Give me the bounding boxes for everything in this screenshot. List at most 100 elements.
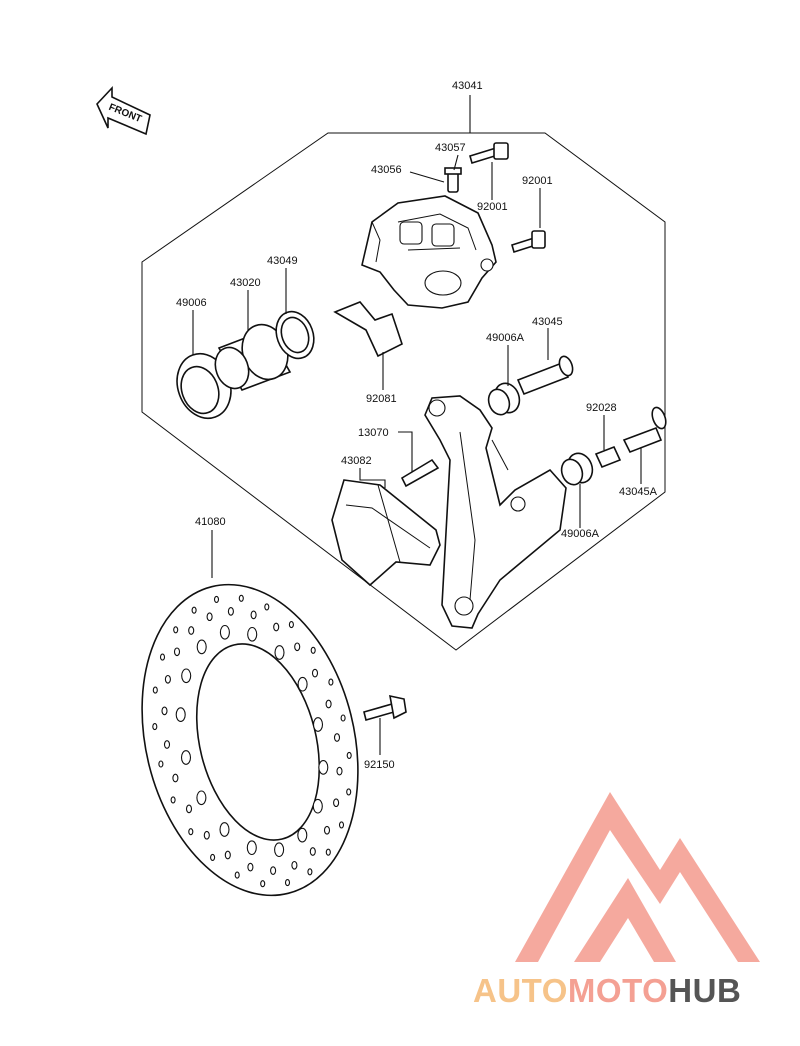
disc-hole xyxy=(260,880,266,888)
disc-hole xyxy=(294,642,301,652)
disc-hole xyxy=(210,853,216,861)
watermark-part-auto: AUTO xyxy=(473,972,568,1009)
slide-pin-43045a xyxy=(622,406,667,454)
leader-lines xyxy=(192,95,642,755)
disc-hole xyxy=(181,668,192,684)
label-43056: 43056 xyxy=(371,164,402,176)
disc-hole xyxy=(213,595,220,603)
disc-hole xyxy=(234,871,240,879)
label-92028: 92028 xyxy=(586,402,617,414)
disc-hole xyxy=(333,733,341,742)
disc-hole xyxy=(227,607,234,616)
disc-hole xyxy=(297,827,308,843)
disc-hole xyxy=(312,717,324,732)
disc-hole xyxy=(173,647,181,657)
brake-pads-43082 xyxy=(331,479,441,587)
disc-hole xyxy=(309,847,316,856)
label-43057: 43057 xyxy=(435,142,466,154)
disc-hole xyxy=(274,842,285,858)
disc-bolt-92150 xyxy=(363,694,407,721)
disc-hole xyxy=(203,830,210,840)
disc-hole xyxy=(163,740,171,749)
caliper-body xyxy=(361,195,497,309)
label-92150: 92150 xyxy=(364,759,395,771)
bolt-92001-side xyxy=(511,230,546,254)
label-49006a-top: 49006A xyxy=(486,332,525,344)
disc-hole xyxy=(196,639,207,655)
disc-hole xyxy=(323,825,331,835)
label-92001-top: 92001 xyxy=(477,201,508,213)
disc-hole xyxy=(164,674,171,684)
disc-hole xyxy=(159,653,166,661)
disc-hole xyxy=(312,798,323,814)
disc-hole xyxy=(246,840,257,856)
disc-hole xyxy=(318,760,329,775)
disc-hole xyxy=(152,686,158,694)
disc-hole xyxy=(307,868,313,876)
disc-hole xyxy=(247,862,254,872)
label-43082: 43082 xyxy=(341,455,372,467)
watermark-part-moto: MOTO xyxy=(568,972,668,1009)
disc-hole xyxy=(333,798,340,808)
caliper-holder xyxy=(424,395,567,629)
assembly-boundary xyxy=(141,132,666,651)
label-92081: 92081 xyxy=(366,393,397,405)
slide-pin-43045 xyxy=(516,355,574,396)
disc-hole xyxy=(310,646,316,654)
disc-hole xyxy=(288,621,294,629)
pad-spring-92081 xyxy=(333,301,403,358)
disc-hole xyxy=(188,626,195,635)
disc-hole xyxy=(247,626,258,642)
disc-hole xyxy=(270,866,277,875)
label-49006: 49006 xyxy=(176,297,207,309)
disc-hole xyxy=(340,714,346,722)
disc-hole xyxy=(273,622,280,632)
part-labels: 43041 43057 43056 92001 92001 43049 4302… xyxy=(176,80,658,771)
disc-hole xyxy=(188,828,194,836)
disc-hole xyxy=(311,668,319,678)
disc-hole xyxy=(191,606,197,614)
front-arrow-marker: FRONT xyxy=(96,85,151,136)
disc-hole xyxy=(336,766,343,776)
disc-hole xyxy=(161,706,168,716)
disc-hole xyxy=(206,612,213,622)
watermark-triangle-outer xyxy=(515,792,760,962)
watermark-part-hub: HUB xyxy=(668,972,741,1009)
disc-hole xyxy=(175,707,186,722)
disc-hole xyxy=(196,790,207,806)
label-43041: 43041 xyxy=(452,80,483,92)
disc-hole xyxy=(346,788,352,796)
disc-hole xyxy=(264,603,270,611)
disc-hole xyxy=(158,760,164,768)
bleed-valve xyxy=(444,167,462,193)
brake-disc-41080 xyxy=(141,583,359,897)
disc-hole xyxy=(172,773,179,783)
sleeve-92028 xyxy=(594,445,622,469)
disc-hole xyxy=(170,796,176,804)
pad-pin-13070 xyxy=(400,458,440,488)
disc-hole xyxy=(180,750,192,765)
disc-hole xyxy=(224,850,231,860)
disc-hole xyxy=(274,645,285,660)
disc-hole xyxy=(219,822,230,837)
boot-49006a-top xyxy=(487,382,521,416)
disc-hole xyxy=(173,626,179,634)
disc-hole xyxy=(325,699,332,709)
boot-49006a-bottom xyxy=(560,452,594,486)
disc-hole xyxy=(297,676,308,692)
watermark-logo: AUTOMOTOHUB xyxy=(473,792,760,1009)
disc-hole xyxy=(185,804,193,814)
disc-hole xyxy=(238,594,244,602)
piston-seal-43049 xyxy=(275,310,315,360)
label-43049: 43049 xyxy=(267,255,298,267)
label-43045a: 43045A xyxy=(619,486,658,498)
disc-hole xyxy=(219,624,230,640)
disc-hole xyxy=(284,879,291,887)
label-92001-side: 92001 xyxy=(522,175,553,187)
disc-hole xyxy=(152,723,158,731)
label-41080: 41080 xyxy=(195,516,226,528)
bolt-92001-top xyxy=(469,142,509,165)
disc-hole xyxy=(346,751,352,759)
disc-hole xyxy=(291,860,298,870)
